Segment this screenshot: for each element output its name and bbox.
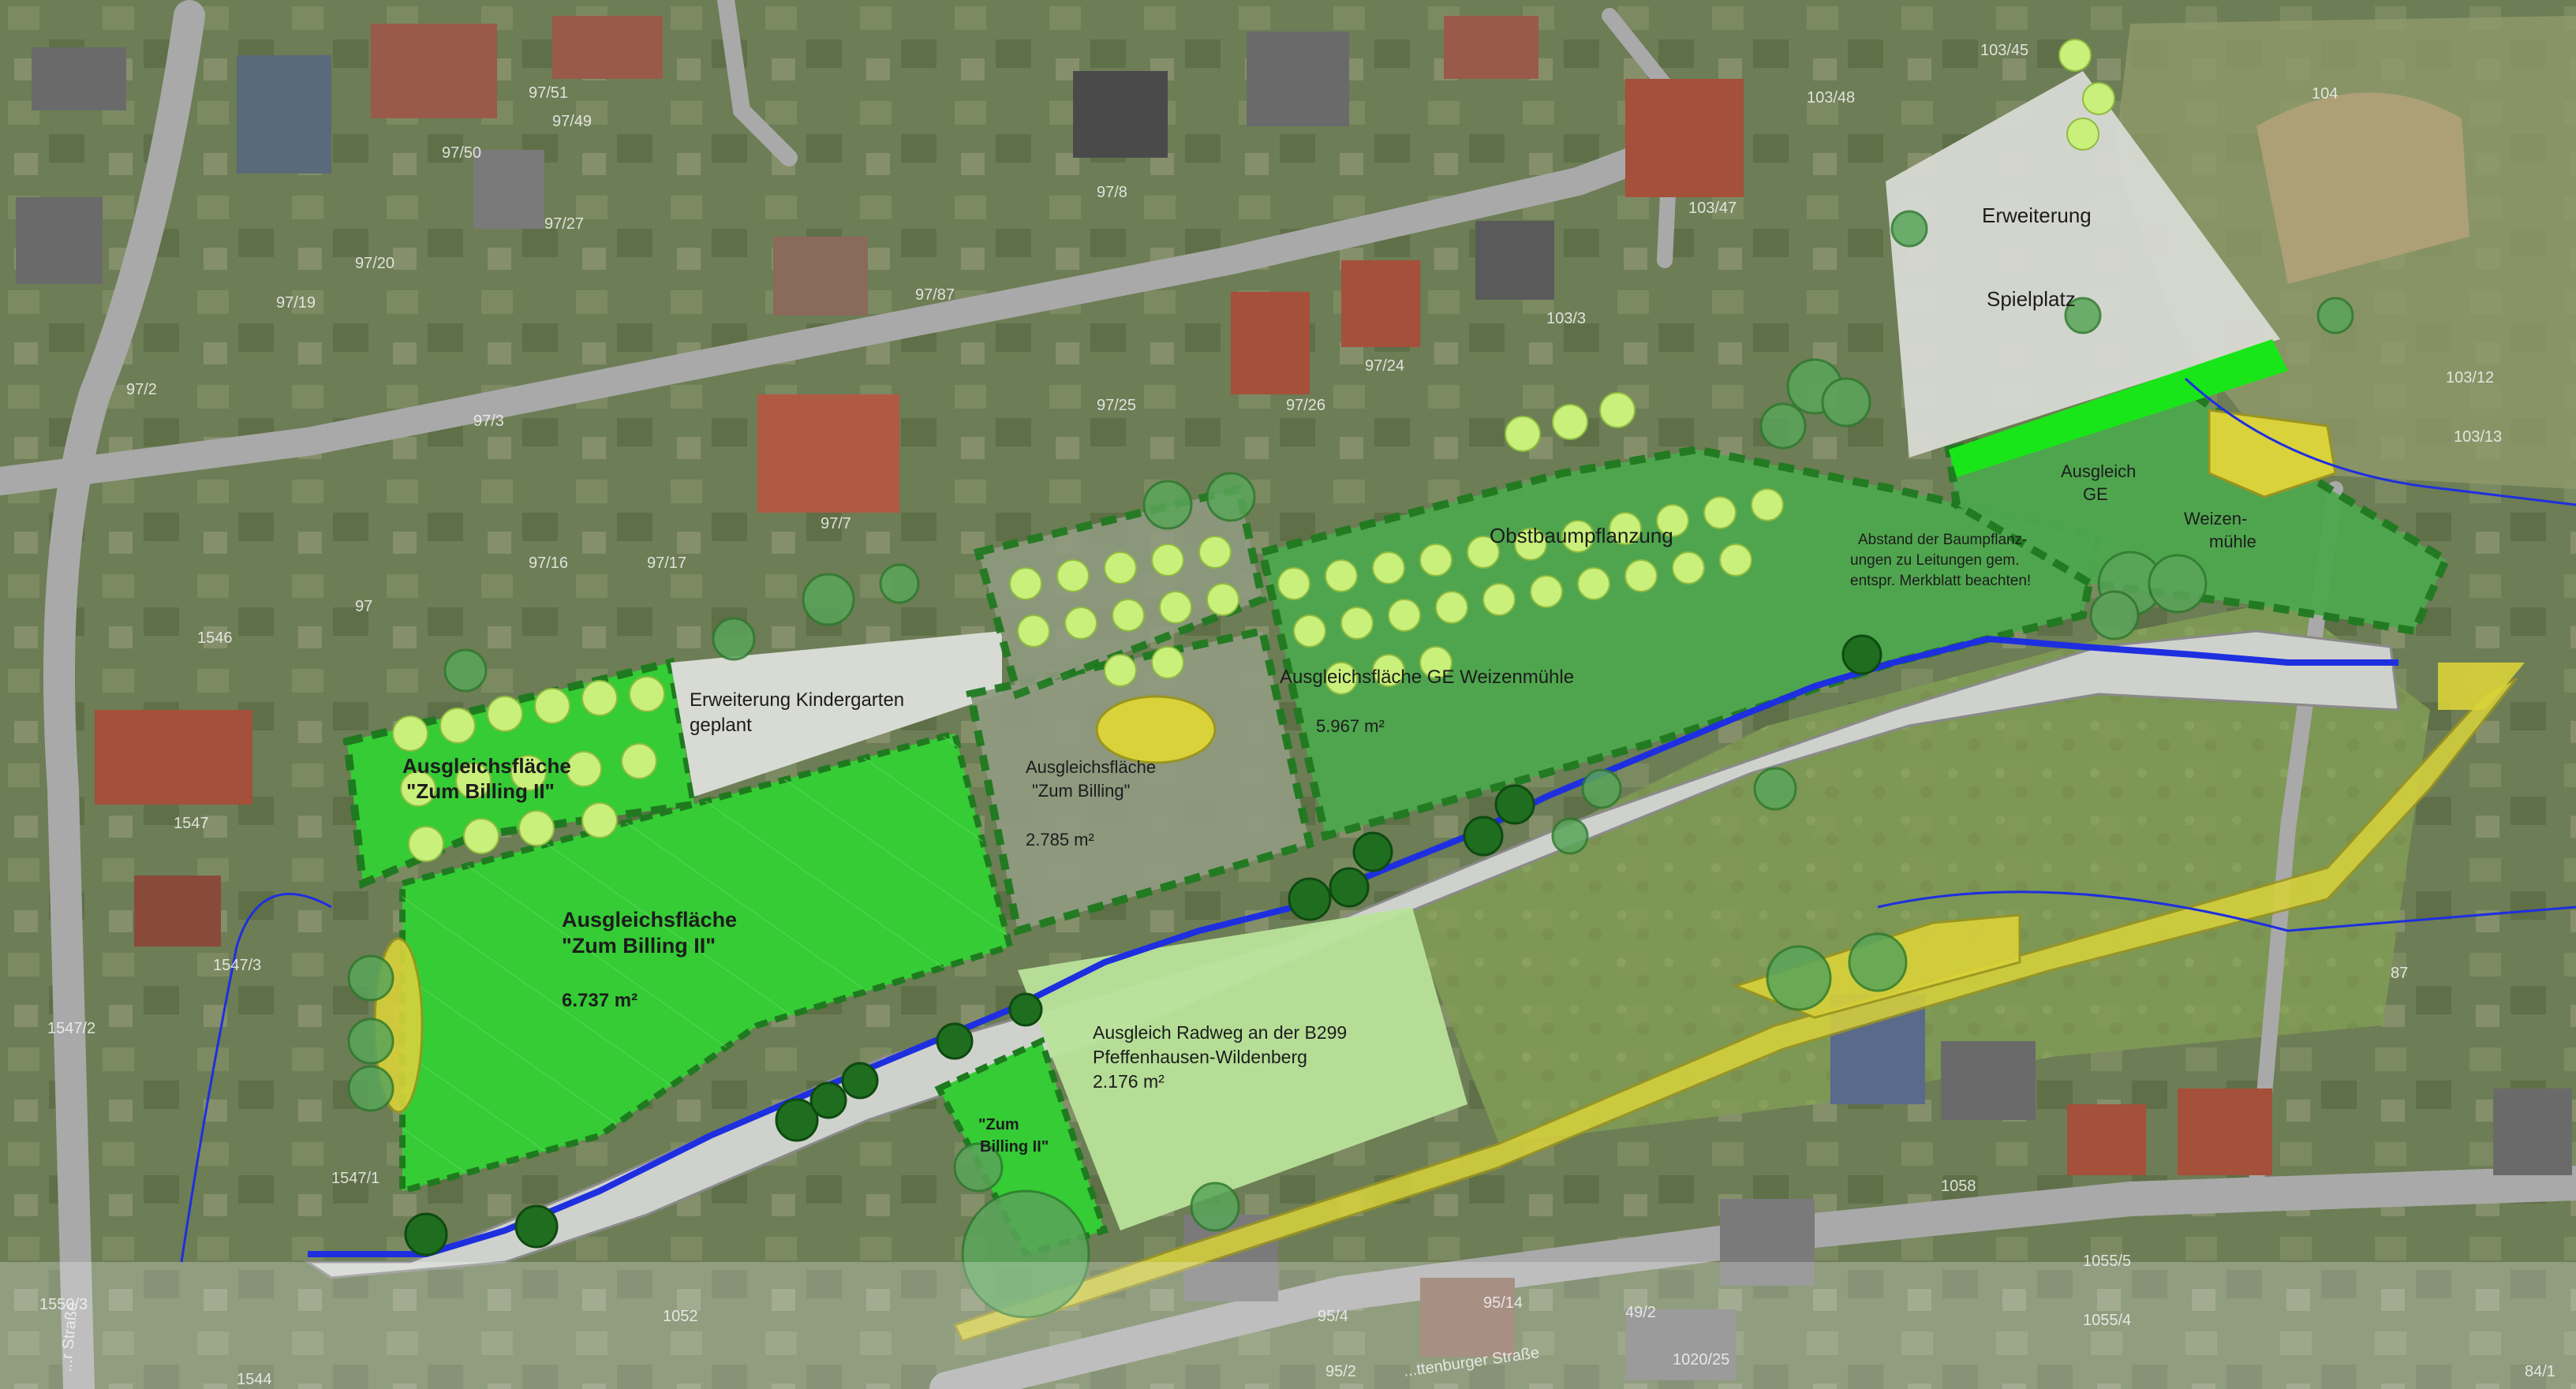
area-kindergarten [671, 631, 1002, 797]
parcel-label: 1058 [1941, 1178, 1976, 1195]
label-note-line3: entspr. Merkblatt beachten! [1850, 573, 2031, 589]
parcel-label: 97/2 [126, 381, 157, 398]
parcel-label: 97 [355, 598, 372, 615]
parcel-label: 103/47 [1688, 200, 1737, 217]
parcel-label: 95/2 [1325, 1363, 1356, 1380]
label-ge-weizenmuehle: Ausgleichsfläche GE Weizenmühle [1280, 666, 1574, 688]
area-labels: Ausgleichsfläche "Zum Billing II" Erweit… [402, 203, 2256, 1156]
label-obstbaum: Obstbaumpflanzung [1490, 524, 1673, 547]
parcel-label: 1544 [237, 1371, 272, 1388]
parcel-label: 84/1 [2525, 1363, 2555, 1380]
parcel-label: 97/3 [473, 413, 504, 430]
label-spielplatz-line1: Erweiterung [1982, 203, 2092, 227]
parcel-label: 97/20 [355, 255, 394, 272]
label-billing2-main-area: 6.737 m² [562, 990, 637, 1011]
label-billing2-upper-line2: "Zum Billing II" [406, 779, 555, 803]
yellow-ellipse-billing [1095, 695, 1217, 764]
parcel-label: 1550/3 [39, 1296, 88, 1313]
label-billing2-small-line1: "Zum [978, 1116, 1019, 1133]
parcel-labels: 97/51 97/50 97/49 97/20 97/19 97/27 97/8… [39, 42, 2555, 1388]
label-radweg-line2: Pfeffenhausen-Wildenberg [1093, 1047, 1307, 1067]
label-note-line1: Abstand der Baumpflanz- [1858, 532, 2027, 548]
label-ausgleich-ge-line4: mühle [2209, 532, 2256, 551]
open-field [1404, 599, 2430, 1144]
label-note-line2: ungen zu Leitungen gem. [1850, 552, 2019, 569]
area-spielplatz [1886, 71, 2280, 457]
fruit-trees [392, 39, 2115, 862]
parcel-label: 97/51 [529, 84, 568, 102]
area-radweg [1018, 907, 1467, 1230]
label-billing-area: 2.785 m² [1026, 830, 1094, 849]
parcel-label: 1547 [174, 815, 209, 832]
parcel-label: 1547/1 [331, 1170, 379, 1187]
parcel-label: 97/16 [529, 554, 568, 572]
label-kindergarten-line1: Erweiterung Kindergarten [690, 689, 904, 711]
parcel-label: 97/25 [1097, 397, 1136, 414]
parcel-label: 1055/4 [2083, 1312, 2131, 1329]
parcel-label: 97/19 [276, 294, 316, 312]
parcel-label: 95/14 [1483, 1294, 1523, 1312]
spielplatz-green-bar [1949, 339, 2288, 477]
parcel-label: 97/17 [647, 554, 686, 572]
label-ausgleich-ge-line3: Weizen- [2184, 509, 2247, 528]
label-billing2-main-line2: "Zum Billing II" [562, 934, 716, 958]
label-billing2-upper-line1: Ausgleichsfläche [402, 754, 571, 778]
area-ausgleich-ge [1944, 390, 2451, 636]
stream-trees [404, 634, 1882, 1256]
parcel-label: 97/27 [544, 215, 584, 233]
parcel-label: 1020/25 [1673, 1351, 1729, 1368]
label-spielplatz-line2: Spielplatz [1987, 287, 2076, 311]
label-kindergarten-line2: geplant [690, 715, 752, 736]
label-ausgleich-ge-line2: GE [2083, 484, 2108, 504]
parcel-label: 103/3 [1546, 310, 1586, 327]
label-ge-weizenmuehle-area: 5.967 m² [1316, 716, 1385, 736]
parcel-label: 103/13 [2454, 428, 2502, 446]
label-billing-line1: Ausgleichsfläche [1026, 757, 1156, 777]
buildings [16, 16, 2572, 1380]
parcel-label: 1547/3 [213, 957, 261, 974]
label-billing2-main-line1: Ausgleichsfläche [562, 908, 737, 932]
parcel-label: 103/45 [1980, 42, 2028, 59]
parcel-label: 87 [2391, 965, 2408, 982]
parcel-label: 104 [2312, 85, 2338, 103]
parcel-label: 1546 [197, 629, 233, 647]
parcel-label: 49/2 [1625, 1304, 1656, 1321]
parcel-label: 97/87 [915, 286, 955, 304]
area-billing [966, 626, 1314, 936]
parcel-label: 97/24 [1365, 357, 1404, 375]
parcel-label: 95/4 [1318, 1308, 1348, 1325]
label-billing-line2: "Zum Billing" [1032, 781, 1130, 801]
label-billing2-small-line2: Billing II" [980, 1138, 1049, 1156]
parcel-label: 97/26 [1286, 397, 1325, 414]
parcel-label: 97/8 [1097, 184, 1127, 201]
parcel-label: 97/49 [552, 113, 592, 130]
yellow-strip-lower [952, 677, 2518, 1342]
parcel-label: 1055/5 [2083, 1253, 2131, 1270]
existing-trees [347, 210, 2354, 1319]
parcel-label: 103/48 [1807, 89, 1855, 106]
parcel-label: 103/12 [2446, 369, 2494, 386]
parcel-label: 1547/2 [47, 1020, 95, 1037]
label-ausgleich-ge-line1: Ausgleich [2061, 461, 2136, 481]
label-radweg-area: 2.176 m² [1093, 1071, 1165, 1092]
stream [308, 636, 2398, 1257]
parcel-label: 97/50 [442, 144, 481, 162]
parcel-label: 1052 [663, 1308, 698, 1325]
label-radweg-line1: Ausgleich Radweg an der B299 [1093, 1022, 1347, 1043]
parcel-label: 97/7 [821, 515, 851, 532]
